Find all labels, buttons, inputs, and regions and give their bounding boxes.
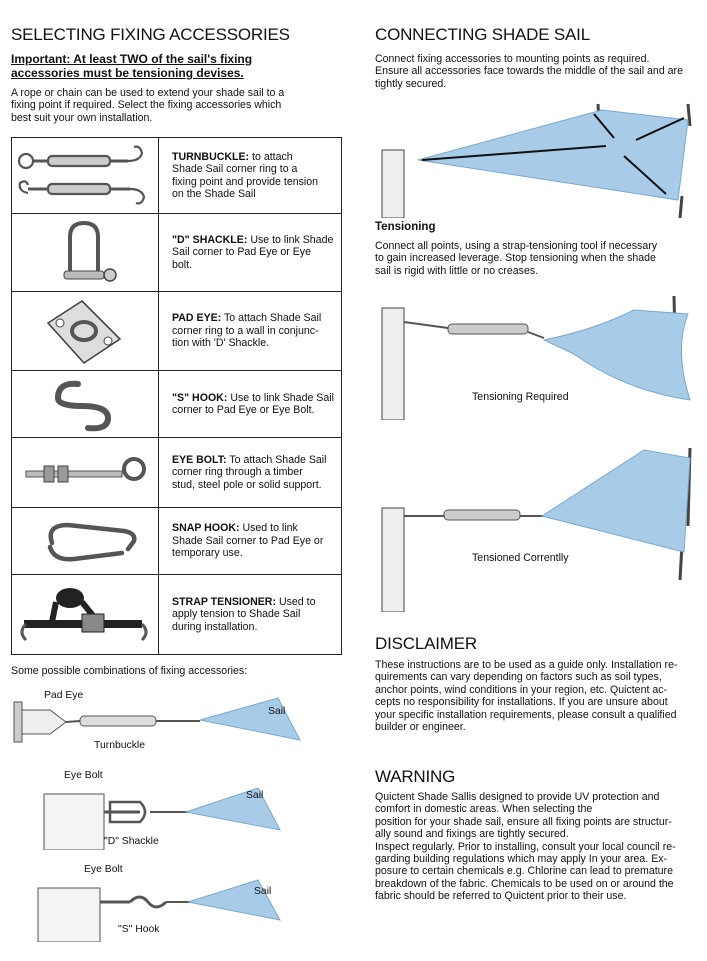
tensioning-required-diagram [374,290,700,420]
combo2-diagram [43,787,281,850]
intro-text: A rope or chain can be used to extend yo… [11,87,285,124]
disclaimer-title: DISCLAIMER [375,634,477,653]
label-eye-bolt-1: Eye Bolt [64,770,103,781]
important-note-line2: accessories must be tensioning devises. [11,66,244,80]
accessory-desc-turnbuckle: TURNBUCKLE: to attach Shade Sail corner … [158,137,342,214]
combo1-diagram [13,697,301,743]
strap-tensioner-icon [11,574,159,655]
accessory-row-d-shackle: "D" SHACKLE: Use to link Shade Sail corn… [11,213,342,292]
label-s-hook: "S" Hook [118,924,160,935]
combinations-label: Some possible combinations of fixing acc… [11,665,248,677]
combo-eye-bolt-s-hook: Eye Bolt Sail "S" Hook [10,862,310,942]
connecting-diagram [374,100,700,218]
accessory-row-turnbuckle: TURNBUCKLE: to attach Shade Sail corner … [11,137,342,214]
label-turnbuckle: Turnbuckle [94,740,146,751]
s-hook-icon [11,370,159,438]
disclaimer-text: These instructions are to be used as a g… [375,659,678,734]
label-pad-eye: Pad Eye [44,690,84,701]
pad-eye-icon [11,291,159,371]
label-sail-2: Sail [246,790,264,801]
snap-hook-icon [11,507,159,575]
tensioning-text: Connect all points, using a strap-tensio… [375,240,658,277]
accessory-row-strap-tensioner: STRAP TENSIONER: Used to apply tension t… [11,574,342,655]
label-sail-1: Sail [268,706,286,717]
accessory-desc-s-hook: "S" HOOK: Use to link Shade Sail corner … [158,370,342,438]
d-shackle-icon [11,213,159,292]
caption-tensioned-correctly: Tensioned Correntlly [472,552,569,564]
label-eye-bolt-2: Eye Bolt [84,864,123,875]
accessory-desc-d-shackle: "D" SHACKLE: Use to link Shade Sail corn… [158,213,342,292]
caption-tensioning-required: Tensioning Required [472,391,569,403]
connecting-title: CONNECTING SHADE SAIL [375,25,590,44]
accessory-row-s-hook: "S" HOOK: Use to link Shade Sail corner … [11,370,342,438]
combo3-diagram [37,879,281,942]
accessory-row-snap-hook: SNAP HOOK: Used to link Shade Sail corne… [11,507,342,575]
selecting-accessories-title: SELECTING FIXING ACCESSORIES [11,25,290,44]
accessory-row-eye-bolt: EYE BOLT: To attach Shade Sail corner ri… [11,437,342,508]
turnbuckle-icon [11,137,159,214]
label-d-shackle: "D" Shackle [104,836,159,847]
eye-bolt-icon [11,437,159,508]
connecting-text: Connect fixing accessories to mounting p… [375,53,683,90]
accessories-table: TURNBUCKLE: to attach Shade Sail corner … [11,137,342,655]
accessory-desc-eye-bolt: EYE BOLT: To attach Shade Sail corner ri… [158,437,342,508]
accessory-desc-snap-hook: SNAP HOOK: Used to link Shade Sail corne… [158,507,342,575]
accessory-desc-pad-eye: PAD EYE: To attach Shade Sail corner rin… [158,291,342,371]
combo-eye-bolt-d-shackle: Eye Bolt Sail "D" Shackle [10,770,310,850]
accessory-row-pad-eye: PAD EYE: To attach Shade Sail corner rin… [11,291,342,371]
accessory-desc-strap-tensioner: STRAP TENSIONER: Used to apply tension t… [158,574,342,655]
label-sail-3: Sail [254,886,272,897]
important-note-line1: Important: At least TWO of the sail's fi… [11,52,253,66]
tensioned-correctly-diagram [374,440,700,612]
warning-title: WARNING [375,767,456,786]
warning-text: Quictent Shade Sallis designed to provid… [375,791,676,903]
combo-pad-eye-turnbuckle: Pad Eye Sail Turnbuckle [10,688,310,758]
tensioning-title: Tensioning [375,221,436,233]
